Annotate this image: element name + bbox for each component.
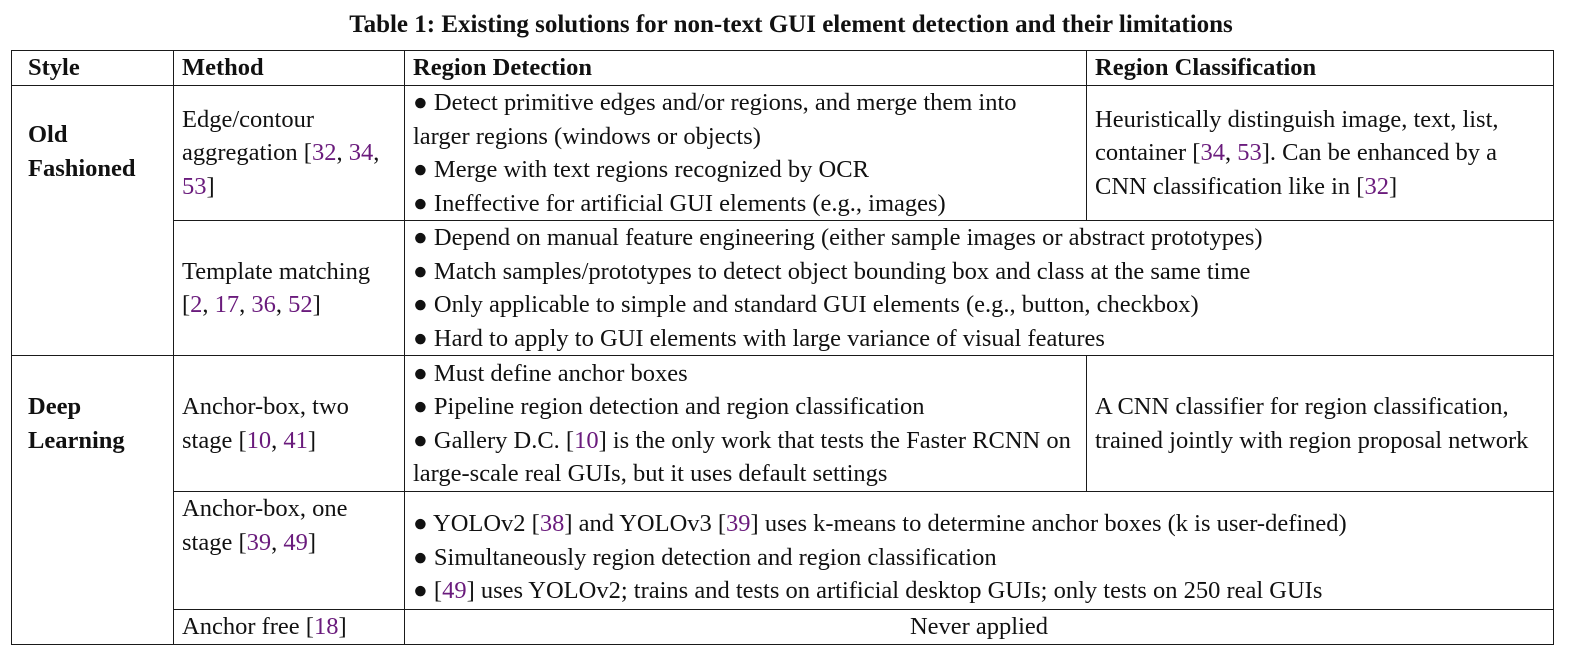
detection-edge-contour: ● Detect primitive edges and/or regions,…: [404, 85, 1087, 221]
table-row: Old Fashioned Edge/contour aggregation […: [11, 85, 1554, 356]
detection-text: ] is the only work that tests the Faster…: [413, 426, 1071, 488]
detection-template-matching: ● Depend on manual feature engineering (…: [404, 220, 1554, 356]
style-label-line: Deep: [28, 393, 82, 420]
detection-text: ] and YOLOv3 [: [564, 510, 727, 538]
detection-bullet: ● Merge with text regions recognized by …: [413, 156, 869, 183]
citation-link[interactable]: 39: [246, 528, 272, 556]
detection-text: ] uses YOLOv2; trains and tests on artif…: [466, 577, 1323, 605]
citation-link[interactable]: 17: [214, 291, 240, 318]
method-anchor-one-stage: Anchor-box, one stage [39, 49]: [173, 491, 405, 610]
citation-link[interactable]: 10: [574, 426, 599, 454]
method-anchor-two-stage: Anchor-box, two stage [10, 41]: [173, 355, 405, 492]
detection-bullet: ● Detect primitive edges and/or regions,…: [413, 89, 1017, 150]
method-text: Template matching [: [182, 257, 371, 319]
header-method: Method: [173, 50, 405, 86]
detection-bullet: ● Gallery D.C. [10] is the only work tha…: [413, 424, 1078, 491]
citation-link[interactable]: 36: [251, 291, 276, 318]
detection-bullet: ● Match samples/prototypes to detect obj…: [413, 257, 1251, 285]
table-row: Deep Learning Anchor-box, two stage [10,…: [11, 355, 1554, 645]
citation-link[interactable]: 10: [246, 426, 272, 454]
style-label-line: Old: [28, 121, 68, 148]
citation-link[interactable]: 53: [1237, 139, 1262, 167]
method-anchor-free: Anchor free [18]: [173, 609, 405, 645]
detection-anchor-one-stage: ● YOLOv2 [38] and YOLOv3 [39] uses k-mea…: [404, 491, 1554, 610]
citation-link[interactable]: 53: [182, 172, 207, 200]
detection-bullet: ● Simultaneously region detection and re…: [413, 543, 997, 571]
citation-link[interactable]: 39: [726, 510, 751, 538]
detection-bullet: ● YOLOv2 [38] and YOLOv3 [39] uses k-mea…: [413, 507, 1545, 541]
classification-text: ]: [1388, 172, 1398, 200]
detection-bullet: ● Pipeline region detection and region c…: [413, 393, 925, 420]
table-row: Anchor-box, one stage [39, 49] ● YOLOv2 …: [12, 491, 1554, 610]
citation-link[interactable]: 32: [1364, 172, 1389, 200]
style-label-line: Learning: [28, 426, 125, 454]
method-text: Anchor-box, two stage [: [182, 393, 349, 454]
detection-bullet: ● Must define anchor boxes: [413, 359, 688, 387]
citation-link[interactable]: 52: [288, 291, 313, 318]
detection-bullet: ● Depend on manual feature engineering (…: [413, 224, 1263, 251]
header-region-classification: Region Classification: [1086, 50, 1554, 86]
classification-text: ]. Can be enhanced by a CNN classificati…: [1095, 139, 1498, 200]
classification-text: Heuristically distinguish image, text, l…: [1095, 105, 1499, 167]
solutions-table: Style Method Region Detection Region Cla…: [11, 50, 1554, 645]
citation-link[interactable]: 38: [539, 510, 565, 538]
citation-link[interactable]: 41: [283, 426, 308, 454]
detection-bullet: ● Hard to apply to GUI elements with lar…: [413, 324, 1105, 352]
classification-anchor-two-stage: A CNN classifier for region classificati…: [1086, 355, 1554, 492]
classification-edge-contour: Heuristically distinguish image, text, l…: [1086, 85, 1554, 221]
table-row: Template matching [2, 17, 36, 52] ● Depe…: [12, 220, 1554, 356]
method-text: Anchor-box, one stage [: [182, 495, 348, 556]
style-label-line: Fashioned: [28, 154, 136, 182]
detection-text: ● YOLOv2 [: [413, 510, 540, 538]
header-row: Style Method Region Detection Region Cla…: [11, 50, 1554, 86]
detection-bullet: ● Ineffective for artificial GUI element…: [413, 189, 946, 217]
citation-link[interactable]: 18: [313, 613, 339, 640]
table-caption: Table 1: Existing solutions for non-text…: [349, 11, 1233, 38]
detection-bullet: ● Only applicable to simple and standard…: [413, 291, 1199, 318]
detection-anchor-free: Never applied: [404, 609, 1554, 645]
detection-text: ● [: [413, 577, 443, 605]
detection-text: ● Gallery D.C. [: [413, 426, 575, 454]
method-text: Edge/contour aggregation [: [182, 105, 314, 167]
citation-link[interactable]: 49: [283, 528, 308, 556]
header-style: Style: [11, 50, 174, 86]
method-text: Anchor free [: [182, 613, 314, 640]
table-row: Anchor free [18] Never applied: [12, 609, 1554, 645]
method-template-matching: Template matching [2, 17, 36, 52]: [173, 220, 405, 356]
citation-link[interactable]: 49: [442, 577, 467, 605]
style-old-fashioned: Old Fashioned: [11, 85, 174, 356]
citation-link[interactable]: 32: [311, 139, 337, 167]
citation-link[interactable]: 34: [1200, 139, 1225, 167]
style-deep-learning: Deep Learning: [11, 355, 174, 645]
method-edge-contour: Edge/contour aggregation [32, 34, 53]: [173, 85, 405, 221]
detection-text: ] uses k-means to determine anchor boxes…: [750, 510, 1347, 538]
detection-anchor-two-stage: ● Must define anchor boxes ● Pipeline re…: [404, 355, 1087, 492]
citation-link[interactable]: 34: [348, 139, 374, 167]
citation-link[interactable]: 2: [190, 291, 203, 318]
header-region-detection: Region Detection: [404, 50, 1087, 86]
detection-bullet: ● [49] uses YOLOv2; trains and tests on …: [413, 574, 1545, 608]
